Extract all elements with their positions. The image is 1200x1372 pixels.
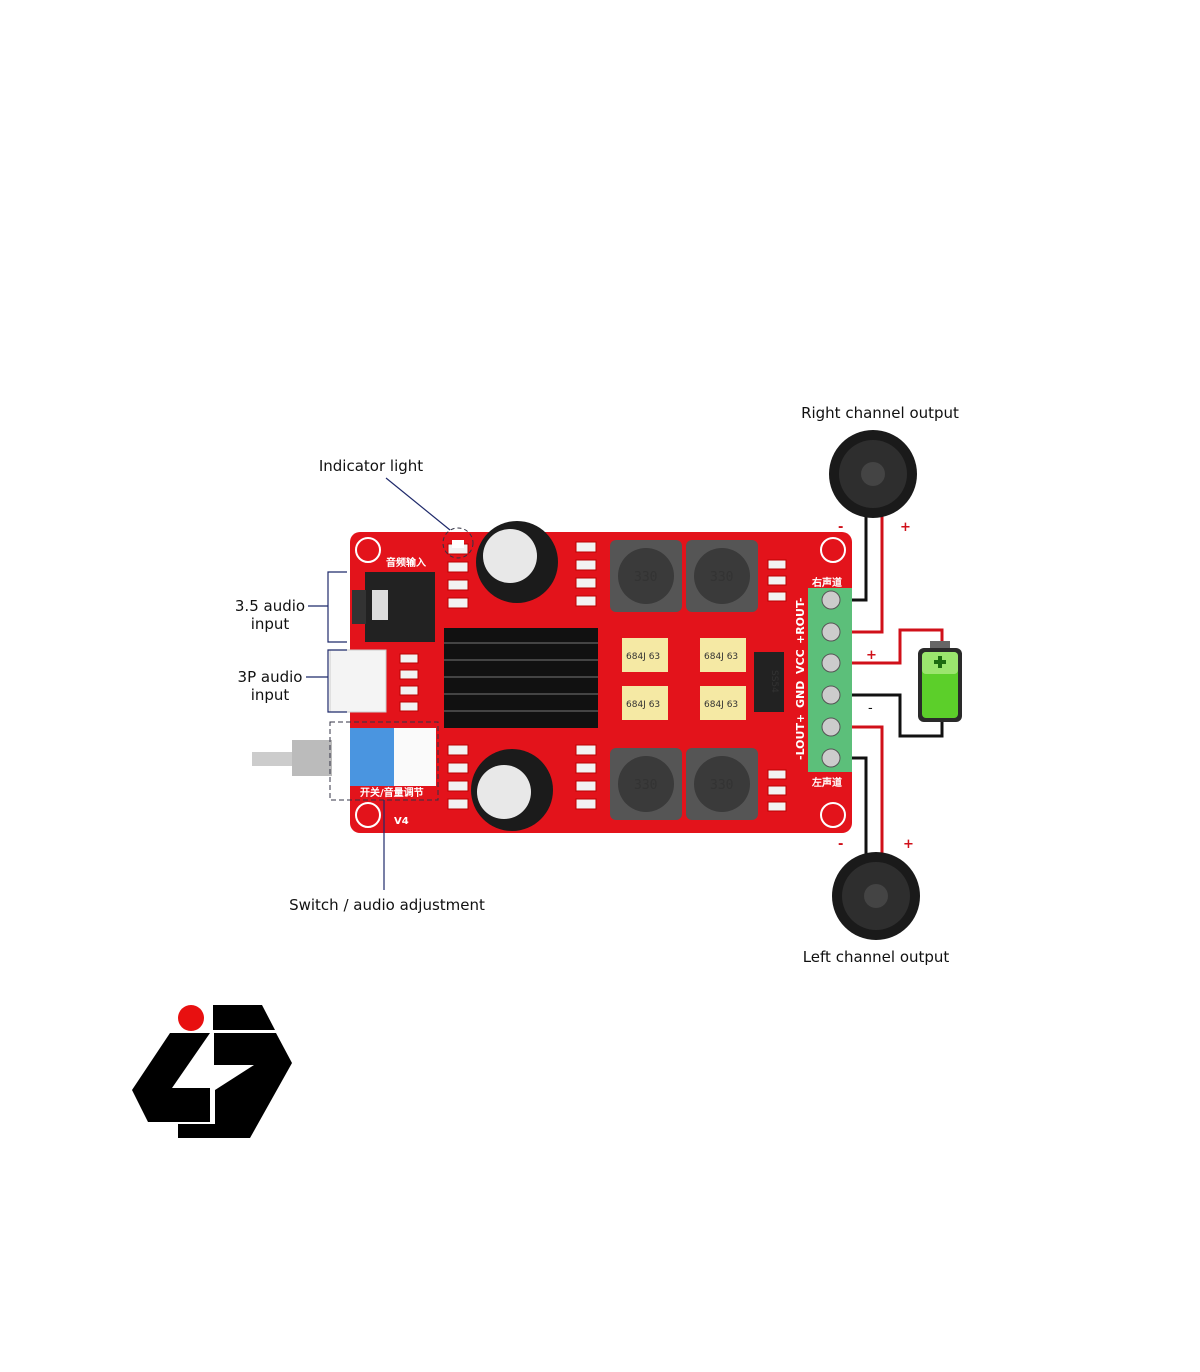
label-3-5-audio: 3.5 audio [235,597,305,615]
terminal-block [808,588,852,772]
label-indicator-light: Indicator light [319,457,423,475]
battery-plus: + [866,648,877,663]
svg-text:684J 63: 684J 63 [626,700,660,710]
diode: SS54 [754,652,784,712]
film-capacitor: 684J 63 [622,686,668,720]
inductor: 330 [686,748,758,820]
label-3p-audio: 3P audio [238,668,303,686]
svg-text:684J 63: 684J 63 [704,700,738,710]
silk-right-channel: 右声道 [811,576,842,589]
svg-text:330: 330 [634,778,657,793]
inductor: 330 [610,540,682,612]
connector-3p [329,649,387,713]
mounting-holes [355,537,846,828]
silk-version: V4 [394,816,409,827]
silk-audio-input: 音频输入 [386,556,426,569]
silk-switch: 开关/音量调节 [360,786,424,799]
indicator-led [452,540,464,548]
wiring [852,515,944,855]
film-capacitor: 684J 63 [700,638,746,672]
callout-lines [306,477,451,890]
battery-icon [918,641,962,722]
audio-jack-3-5 [352,572,435,642]
battery-minus: - [868,701,873,716]
svg-text:330: 330 [710,778,733,793]
silk-vcc: VCC [794,649,807,674]
label-left-channel-output: Left channel output [803,948,950,966]
silk-gnd: GND [794,681,807,708]
brand-logo [132,1005,292,1138]
label-switch-audio-adjustment: Switch / audio adjustment [289,896,485,914]
film-capacitor: 684J 63 [622,638,668,672]
svg-text:SS54: SS54 [769,670,779,693]
capacitor-top [476,521,558,603]
silk-rout: +ROUT- [794,598,807,644]
silk-lout: -LOUT+ [794,714,807,760]
speaker-right-minus: - [838,520,843,535]
label-right-channel-output: Right channel output [801,404,959,422]
capacitor-bottom [471,749,553,831]
amplifier-board: 音频输入 开关/音量调节 V4 [252,521,852,833]
speaker-left-minus: - [838,837,843,852]
svg-text:684J 63: 684J 63 [704,652,738,662]
speaker-left-plus: + [903,837,914,852]
label-3p-audio-input: input [251,686,290,704]
inductor: 330 [610,748,682,820]
svg-text:684J 63: 684J 63 [626,652,660,662]
speaker-left-icon [832,852,920,940]
label-3-5-audio-input: input [251,615,290,633]
inductor: 330 [686,540,758,612]
volume-switch [252,721,439,801]
speaker-right-plus: + [900,520,911,535]
svg-text:330: 330 [710,570,733,585]
silk-left-channel: 左声道 [811,776,842,789]
svg-text:330: 330 [634,570,657,585]
speaker-right-icon [829,430,917,518]
film-capacitor: 684J 63 [700,686,746,720]
heatsink [444,628,598,728]
